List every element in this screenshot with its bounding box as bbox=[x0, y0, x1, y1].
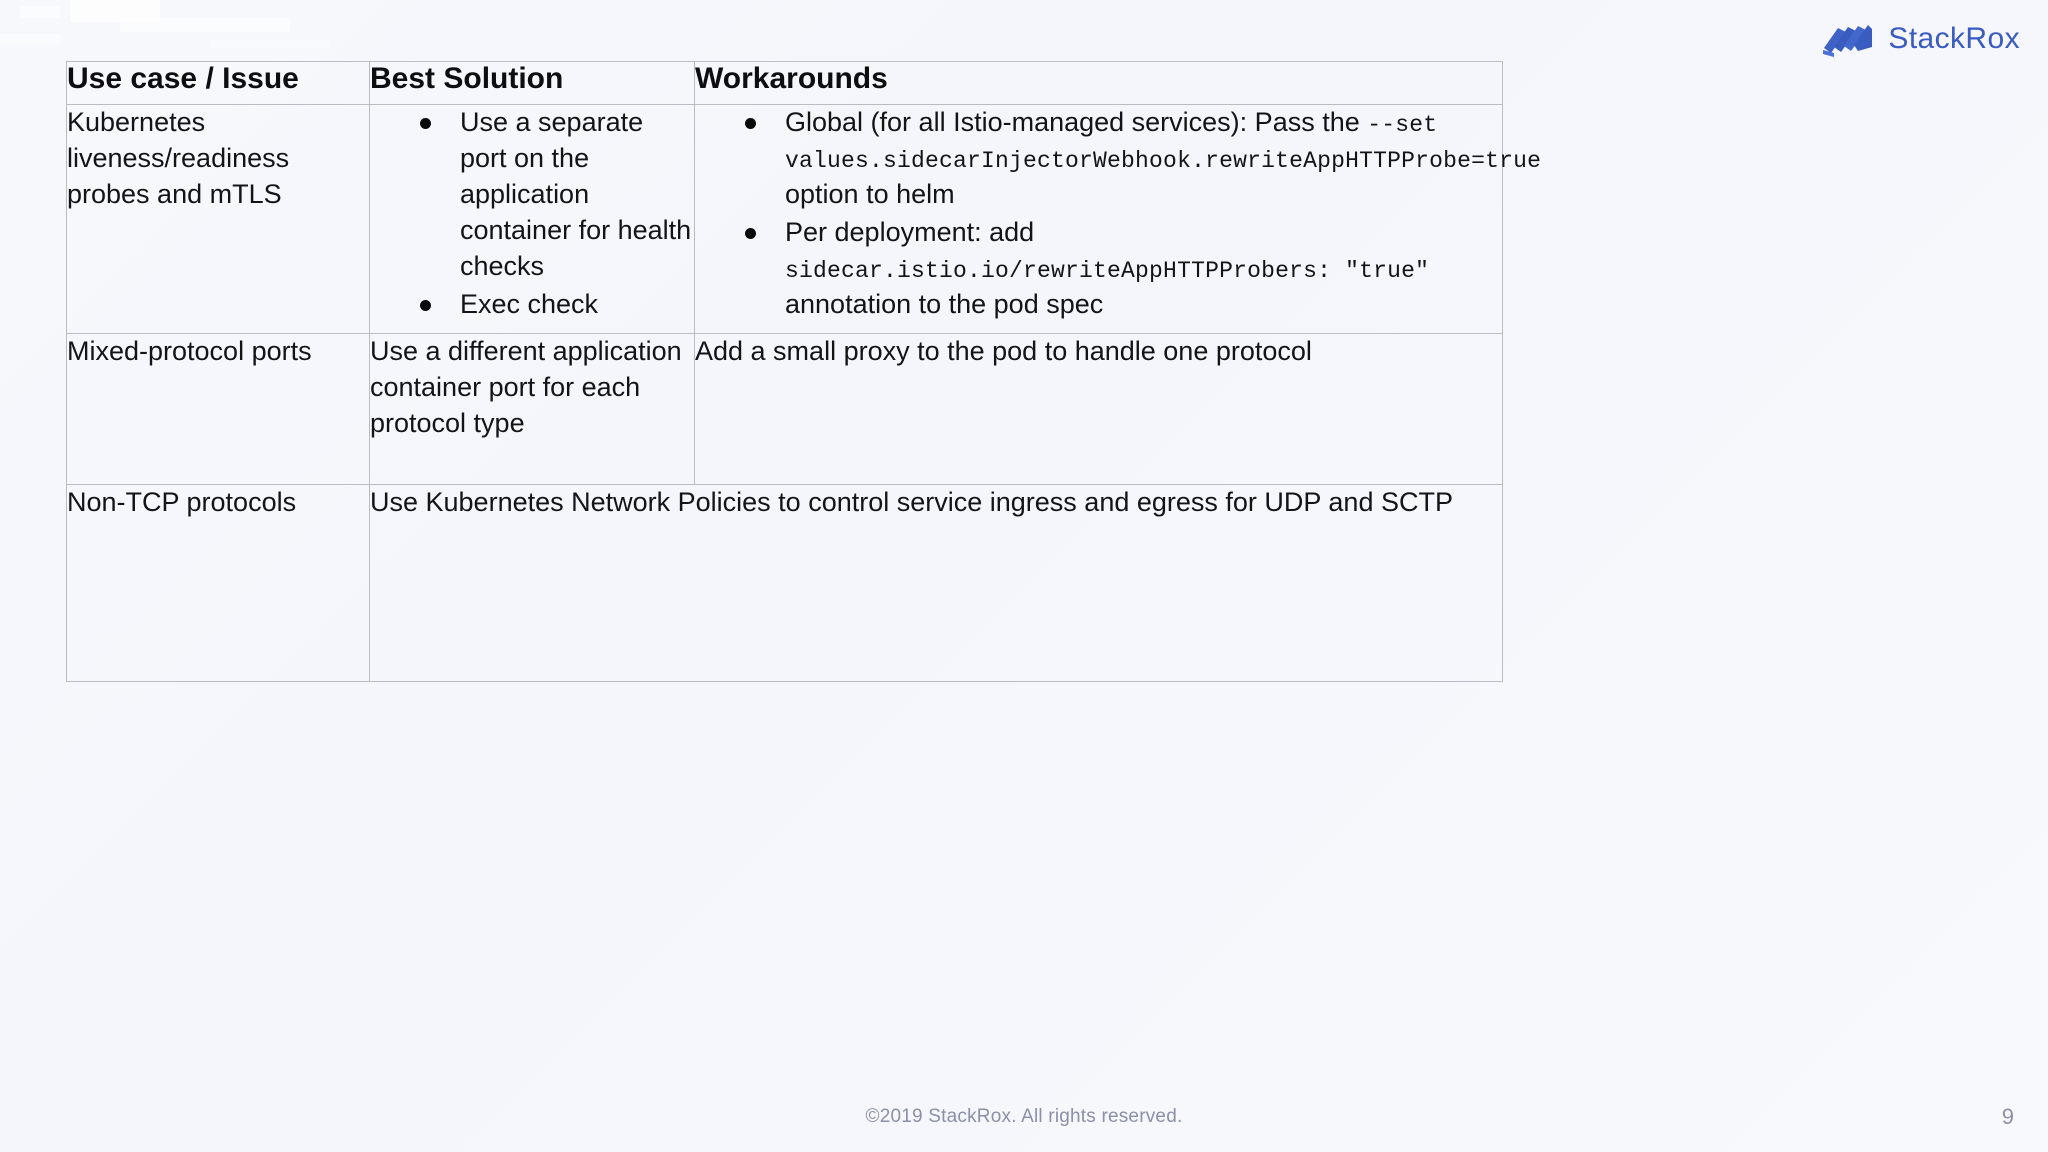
solutions-table-container: Use case / Issue Best Solution Workaroun… bbox=[66, 61, 1541, 682]
code-part: sidecar.istio.io/rewriteAppHTTPProbers: … bbox=[785, 257, 1430, 284]
best-solution-bullet-list-1: Use a separate port on the application c… bbox=[370, 105, 694, 322]
cell-merged-solution-3: Use Kubernetes Network Policies to contr… bbox=[369, 484, 1503, 682]
table-header-row: Use case / Issue Best Solution Workaroun… bbox=[66, 61, 1503, 105]
cell-best-solution-1: Use a separate port on the application c… bbox=[369, 104, 695, 334]
table-row: Non-TCP protocols Use Kubernetes Network… bbox=[66, 484, 1503, 682]
cell-workarounds-1: Global (for all Istio-managed services):… bbox=[694, 104, 1541, 334]
workaround-bullet-list-1: Global (for all Istio-managed services):… bbox=[695, 105, 1541, 323]
background-streak bbox=[0, 34, 60, 44]
page-number: 9 bbox=[2001, 1104, 2014, 1129]
cell-use-case-1: Kubernetes liveness/readiness probes and… bbox=[66, 104, 370, 334]
background-streak bbox=[70, 0, 160, 22]
cell-use-case-2: Mixed-protocol ports bbox=[66, 333, 370, 485]
background-streak bbox=[210, 40, 330, 48]
stackrox-logo: StackRox bbox=[1822, 20, 2020, 58]
background-streak bbox=[120, 18, 290, 32]
text-part: option to helm bbox=[785, 178, 955, 209]
column-header-use-case: Use case / Issue bbox=[66, 61, 370, 105]
column-header-best-solution: Best Solution bbox=[369, 61, 695, 105]
text-part: Per deployment: add bbox=[785, 216, 1035, 247]
list-item: Exec check bbox=[420, 287, 694, 323]
background-streak bbox=[20, 6, 60, 18]
text-part: annotation to the pod spec bbox=[785, 288, 1104, 319]
brand-name: StackRox bbox=[1888, 22, 2020, 55]
column-header-workarounds: Workarounds bbox=[694, 61, 1503, 105]
solutions-table: Use case / Issue Best Solution Workaroun… bbox=[66, 61, 1541, 682]
stackrox-stacked-blocks-icon bbox=[1822, 20, 1874, 58]
list-item: Per deployment: add sidecar.istio.io/rew… bbox=[745, 215, 1502, 323]
text-part: Global (for all Istio-managed services):… bbox=[785, 107, 1368, 137]
table-row: Kubernetes liveness/readiness probes and… bbox=[66, 104, 1541, 334]
table-row: Mixed-protocol ports Use a different app… bbox=[66, 333, 1503, 485]
code-part: --set values.sidecarInjectorWebhook.rewr… bbox=[785, 112, 1542, 174]
list-item: Global (for all Istio-managed services):… bbox=[745, 105, 1541, 213]
cell-workarounds-2: Add a small proxy to the pod to handle o… bbox=[694, 333, 1503, 485]
footer-copyright: ©2019 StackRox. All rights reserved. bbox=[865, 1106, 1183, 1127]
cell-use-case-3: Non-TCP protocols bbox=[66, 484, 370, 682]
cell-best-solution-2: Use a different application container po… bbox=[369, 333, 695, 485]
list-item: Use a separate port on the application c… bbox=[420, 105, 694, 285]
